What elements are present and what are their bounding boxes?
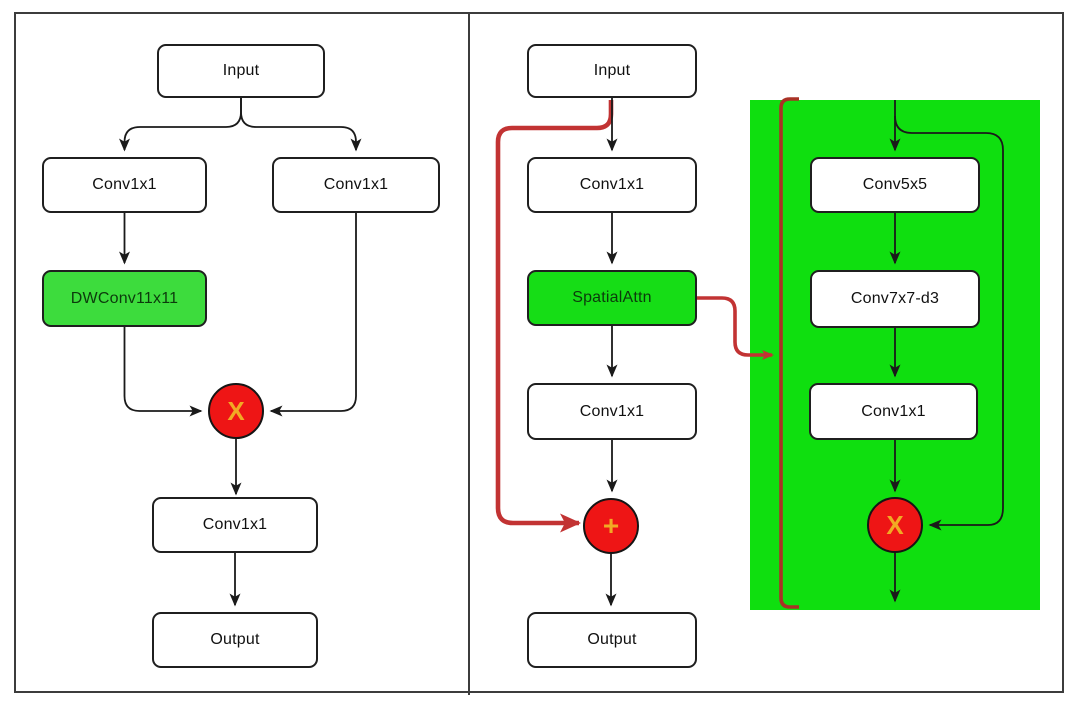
node-right-output: Output <box>527 612 697 668</box>
left-multiply-operator: X <box>208 383 264 439</box>
node-right-conv1x1-first: Conv1x1 <box>527 157 697 213</box>
panel-divider <box>468 12 470 695</box>
node-left-dwconv11x11: DWConv11x11 <box>42 270 207 327</box>
node-right-spatialattn: SpatialAttn <box>527 270 697 326</box>
node-left-conv1x1-branch-right: Conv1x1 <box>272 157 440 213</box>
node-left-conv1x1-out: Conv1x1 <box>152 497 318 553</box>
right-add-operator: + <box>583 498 639 554</box>
node-block-conv1x1: Conv1x1 <box>809 383 978 440</box>
node-right-input: Input <box>527 44 697 98</box>
block-multiply-operator: X <box>867 497 923 553</box>
node-left-output: Output <box>152 612 318 668</box>
node-left-input: Input <box>157 44 325 98</box>
node-right-conv1x1-second: Conv1x1 <box>527 383 697 440</box>
node-block-conv7x7-d3: Conv7x7-d3 <box>810 270 980 328</box>
node-block-conv5x5: Conv5x5 <box>810 157 980 213</box>
node-left-conv1x1-branch-left: Conv1x1 <box>42 157 207 213</box>
